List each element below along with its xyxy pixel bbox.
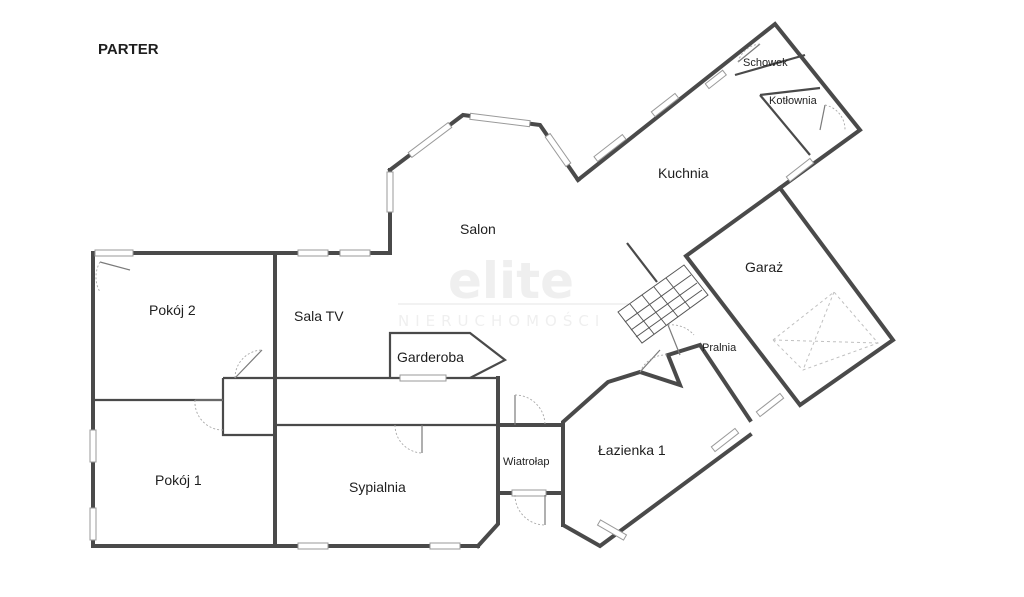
room-label-pralnia: Pralnia [702,342,737,354]
plan-title: PARTER [98,41,159,58]
room-label-sypialnia: Sypialnia [349,479,406,495]
room-labels: Schowek Kotłownia Kuchnia Salon Garaż Po… [149,57,818,495]
window [710,427,740,453]
staircase [617,264,709,344]
room-label-wiatrolap: Wiatrołap [503,456,549,468]
doors [95,43,846,526]
window [511,489,547,497]
window [429,542,461,550]
interior-walls [93,53,821,437]
watermark-brand: elite [448,252,574,310]
room-label-kuchnia: Kuchnia [658,165,709,181]
window [593,133,627,163]
room-label-sala-tv: Sala TV [294,308,344,324]
window [704,69,728,90]
watermark: elite NIERUCHOMOŚCI [398,252,640,330]
room-label-schowek: Schowek [743,57,788,69]
room-label-pokoj1: Pokój 1 [155,472,202,488]
window [399,374,447,382]
window [89,507,97,541]
exterior-walls [91,21,896,549]
window [650,92,680,118]
room-label-pokoj2: Pokój 2 [149,302,196,318]
room-label-salon: Salon [460,221,496,237]
window [339,249,371,257]
window [89,429,97,463]
window [596,519,628,541]
window [94,249,134,257]
watermark-tagline: NIERUCHOMOŚCI [398,311,605,330]
window [297,542,329,550]
room-label-garaz: Garaż [745,259,783,275]
window [755,392,785,418]
windows [89,69,815,550]
window [407,121,453,159]
room-label-kotlownia: Kotłownia [769,95,818,107]
window [469,112,531,128]
window [386,171,394,213]
garage-parking-mark [772,291,879,371]
window [297,249,329,257]
room-label-lazienka1: Łazienka 1 [598,442,666,458]
room-label-garderoba: Garderoba [397,349,464,365]
window [785,157,815,183]
window [544,132,572,168]
